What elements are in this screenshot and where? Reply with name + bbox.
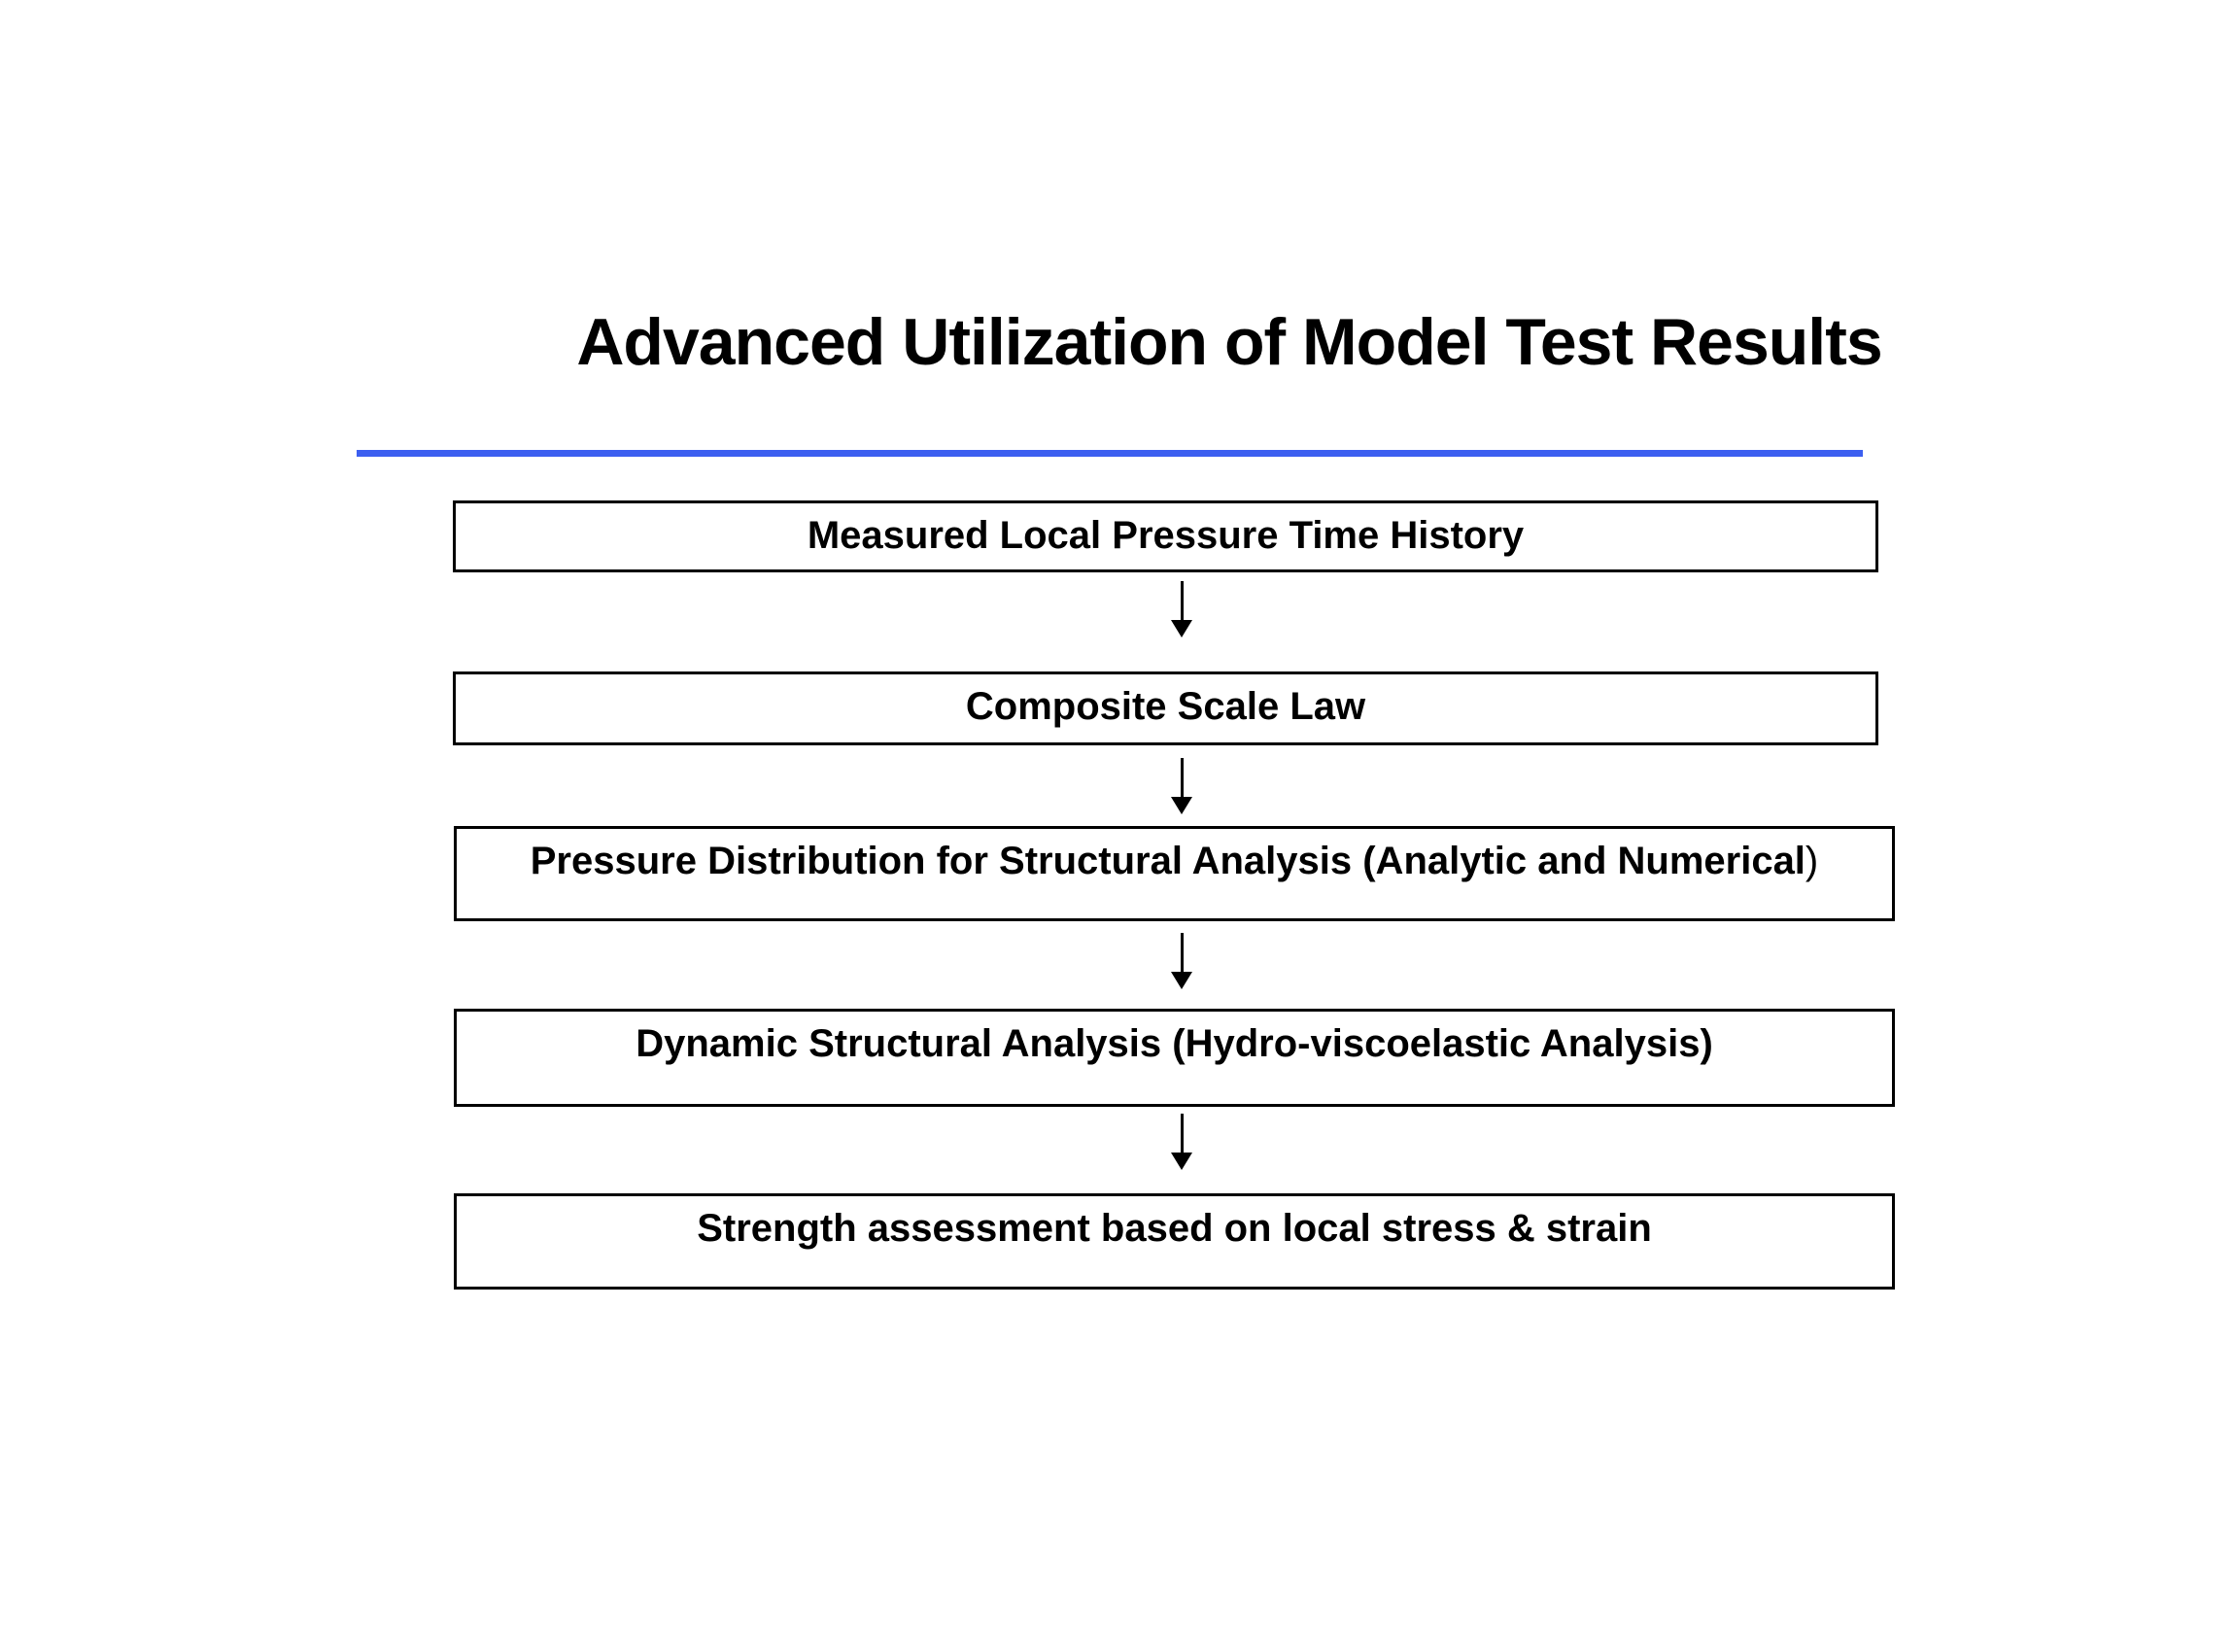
slide-title: Advanced Utilization of Model Test Resul… xyxy=(576,304,1882,379)
arrow-shaft xyxy=(1180,758,1184,797)
flow-box-label-suffix: ) xyxy=(1805,840,1819,882)
arrow-shaft xyxy=(1180,1114,1184,1153)
flow-box-strength-assessment: Strength assessment based on local stres… xyxy=(454,1193,1895,1290)
title-underline xyxy=(357,450,1863,457)
down-arrow-icon xyxy=(1170,758,1193,814)
flow-box-label: Dynamic Structural Analysis (Hydro-visco… xyxy=(636,1022,1713,1065)
arrow-shaft xyxy=(1180,581,1184,620)
flow-box-composite-scale-law: Composite Scale Law xyxy=(453,671,1878,745)
arrow-head-icon xyxy=(1171,797,1192,814)
arrow-shaft xyxy=(1180,933,1184,972)
flow-box-measured-pressure: Measured Local Pressure Time History xyxy=(453,500,1878,572)
flow-box-label: Pressure Distribution for Structural Ana… xyxy=(530,840,1805,882)
down-arrow-icon xyxy=(1170,933,1193,989)
arrow-head-icon xyxy=(1171,972,1192,989)
down-arrow-icon xyxy=(1170,581,1193,637)
flow-box-label: Measured Local Pressure Time History xyxy=(807,514,1525,557)
arrow-head-icon xyxy=(1171,1153,1192,1170)
flow-box-label: Composite Scale Law xyxy=(965,685,1366,728)
flow-box-dynamic-structural-analysis: Dynamic Structural Analysis (Hydro-visco… xyxy=(454,1009,1895,1107)
arrow-head-icon xyxy=(1171,620,1192,637)
down-arrow-icon xyxy=(1170,1114,1193,1170)
flow-box-label: Strength assessment based on local stres… xyxy=(697,1207,1652,1250)
flow-box-pressure-distribution: Pressure Distribution for Structural Ana… xyxy=(454,826,1895,921)
